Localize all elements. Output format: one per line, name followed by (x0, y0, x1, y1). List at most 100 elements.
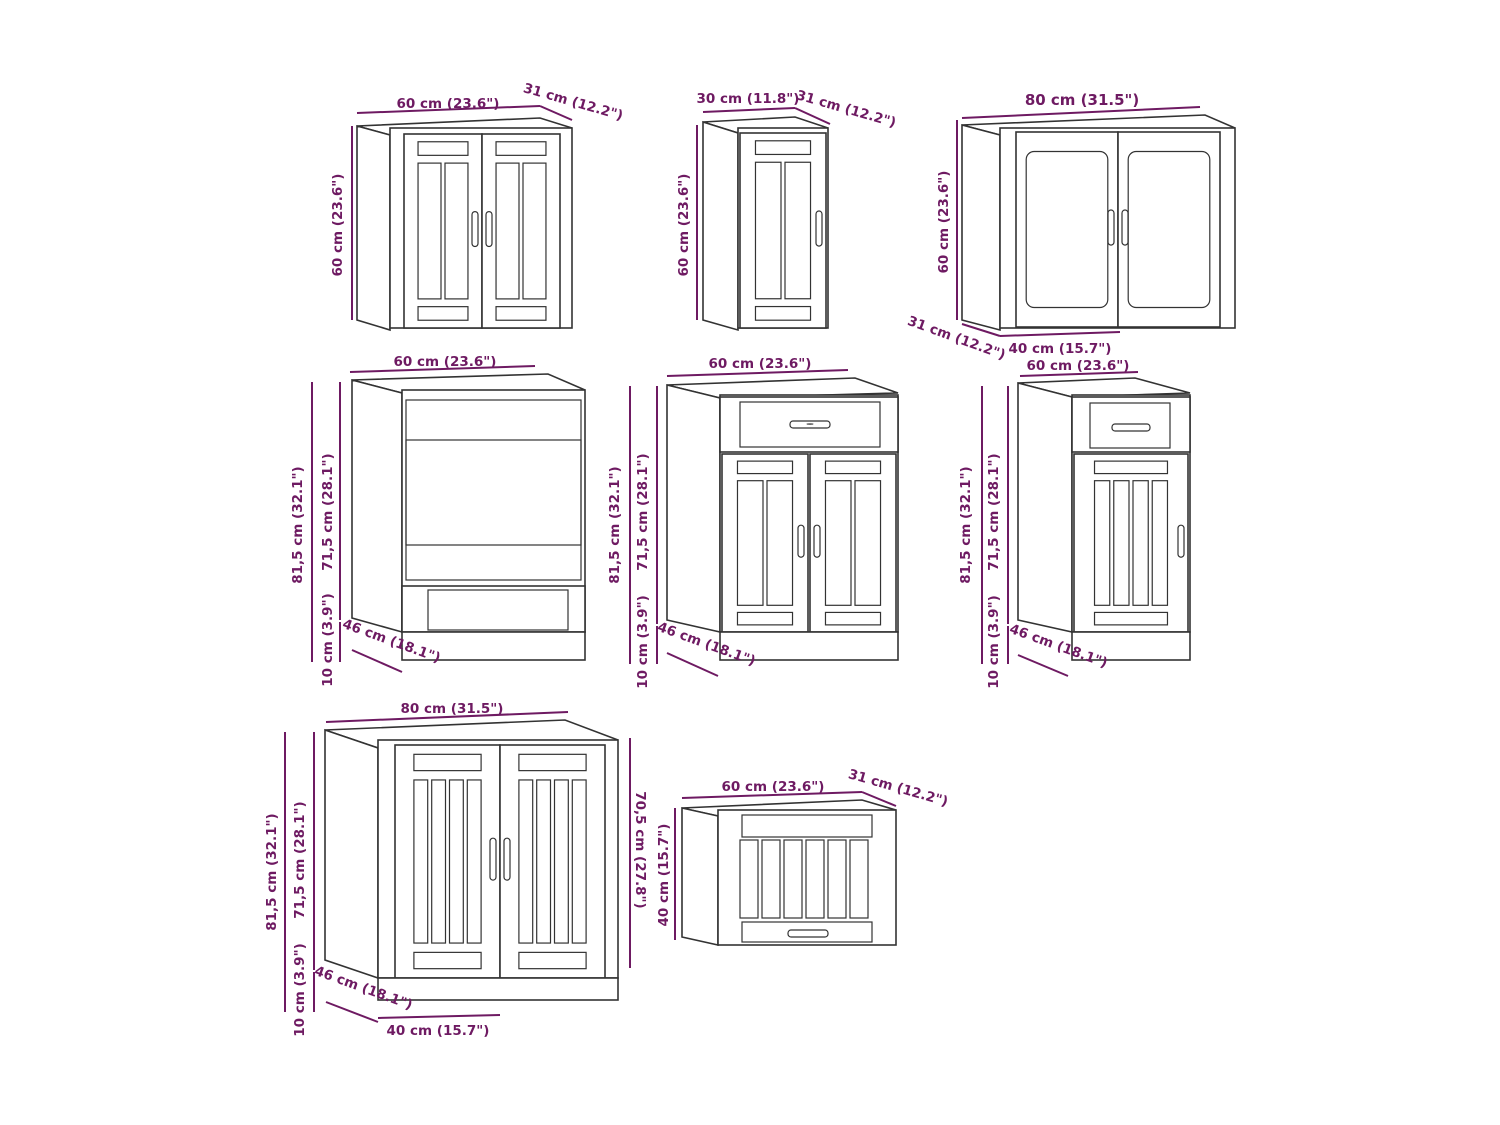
sink-base-plinth-height-label: 10 cm (3.9") (292, 943, 308, 1037)
drawer-handle-icon (1111, 423, 1151, 432)
db60-door-left (721, 453, 809, 633)
w6040-panel (739, 839, 759, 919)
dim-line (1017, 654, 1069, 677)
wall-30-height-label: 60 cm (23.6") (676, 174, 692, 277)
door-rail-panel (417, 306, 469, 321)
db40-drawer-panel (1089, 402, 1171, 449)
wall-30-side (702, 120, 739, 332)
drawer-base-40-total-height-label: 81,5 cm (32.1") (958, 466, 974, 583)
sink-base-body-height-label: 71,5 cm (28.1") (292, 801, 308, 918)
handle-icon (813, 524, 821, 558)
door-rail-panel (824, 611, 882, 626)
wall-80-width-label: 80 cm (31.5") (1025, 91, 1139, 109)
dim-line (377, 1014, 501, 1019)
door-rail-panel (495, 141, 547, 156)
w6040-panel (849, 839, 869, 919)
dim-line (681, 791, 863, 799)
oven-drawer (401, 585, 586, 633)
w6040-panel (761, 839, 781, 919)
dim-line (861, 791, 897, 807)
w6040-panel (783, 839, 803, 919)
db40-plinth (1071, 631, 1191, 661)
door-panel (854, 480, 882, 606)
db60-drawer-panel (739, 401, 881, 448)
door-rail-panel (824, 460, 882, 475)
wall-80-height-label: 60 cm (23.6") (936, 171, 952, 274)
w6040-rail (741, 814, 873, 838)
wall-30-width-label: 30 cm (11.8") (697, 91, 800, 107)
wall-80-side (961, 123, 1001, 332)
wall-80-door-left (1015, 131, 1119, 328)
door-panel (824, 480, 852, 606)
wall-60x40-height-label: 40 cm (15.7") (656, 824, 672, 927)
door-panel (413, 779, 429, 944)
oven-niche-inner (405, 439, 582, 546)
door-rail-panel (413, 951, 482, 970)
oven-base-depth-label: 46 cm (18.1") (340, 616, 442, 666)
handle-icon (815, 210, 823, 247)
sink-plinth (377, 977, 619, 1001)
handle-icon (471, 211, 479, 248)
door-rail-panel (495, 306, 547, 321)
door-panel (518, 779, 534, 944)
sink-base-door-width-label: 40 cm (15.7") (387, 1023, 490, 1039)
w6040-rail (741, 921, 873, 943)
drawer-base-40-width-label: 60 cm (23.6") (1027, 358, 1130, 374)
oven-base-total-height-label: 81,5 cm (32.1") (290, 466, 306, 583)
door-panel (571, 779, 587, 944)
sink-base-depth-label: 46 cm (18.1") (312, 963, 414, 1013)
door-panel (1151, 480, 1169, 606)
handle-icon (489, 837, 497, 881)
door-rail-panel (1093, 611, 1169, 626)
door-panel (784, 161, 812, 300)
wall-60-depth-label: 31 cm (12.2") (521, 80, 624, 124)
drawer-base-60-depth-label: 46 cm (18.1") (655, 619, 757, 669)
dim-line (961, 106, 1201, 119)
dim-line (1019, 371, 1139, 377)
dim-line (999, 331, 1121, 337)
drawer-base-40-depth-label: 46 cm (18.1") (1007, 621, 1109, 671)
handle-icon (503, 837, 511, 881)
door-panel (1132, 480, 1149, 606)
sink-door-left (394, 744, 501, 979)
drawer-base-60-body-height-label: 71,5 cm (28.1") (635, 453, 651, 570)
sink-base-total-height-label: 81,5 cm (32.1") (264, 813, 280, 930)
dim-line (539, 105, 573, 121)
door-panel (754, 161, 782, 300)
door-panel (553, 779, 569, 944)
dim-line (666, 369, 849, 377)
wall-80-depth-label: 31 cm (12.2") (905, 313, 1007, 363)
handle-icon (1121, 209, 1129, 246)
wall-60-door-right (481, 133, 561, 329)
door-rail-panel (736, 611, 794, 626)
oven-plinth (401, 631, 586, 661)
oven-base-body-height-label: 71,5 cm (28.1") (320, 453, 336, 570)
handle-icon (797, 524, 805, 558)
door-panel (736, 480, 764, 606)
door-rail-panel (518, 951, 587, 970)
flap-handle-icon (787, 929, 829, 938)
handle-icon (1107, 209, 1115, 246)
oven-base-width-label: 60 cm (23.6") (394, 354, 497, 370)
door-panel (536, 779, 552, 944)
wall-30-depth-label: 31 cm (12.2") (794, 87, 897, 131)
handle-icon (485, 211, 493, 248)
wall-30-door (739, 132, 827, 329)
door-rail-panel (417, 141, 469, 156)
door-panel (522, 162, 547, 300)
drawer-base-60-total-height-label: 81,5 cm (32.1") (607, 466, 623, 583)
door-panel (766, 480, 794, 606)
oven-drawer-panel (427, 589, 569, 631)
wall-60x40-width-label: 60 cm (23.6") (722, 779, 825, 795)
door-rail-panel (518, 753, 587, 772)
wall-60-side (356, 124, 391, 332)
wall-60-height-label: 60 cm (23.6") (330, 174, 346, 277)
door-panel (495, 162, 520, 300)
dim-line (325, 1001, 379, 1023)
dim-line (702, 107, 796, 113)
door-rail-panel (413, 753, 482, 772)
dim-line (961, 323, 1001, 337)
drawer-base-60-width-label: 60 cm (23.6") (709, 356, 812, 372)
